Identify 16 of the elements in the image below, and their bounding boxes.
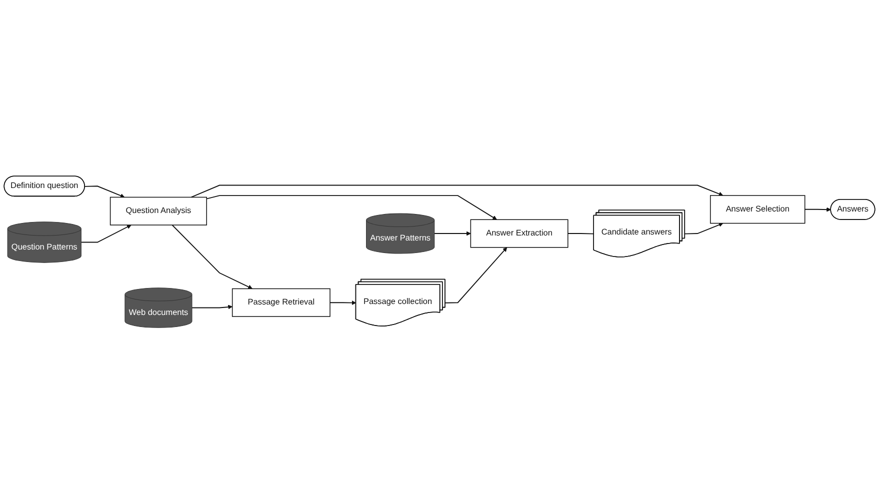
arrow [444,246,508,303]
arrow [80,224,132,242]
arrow [330,300,356,305]
arrow [84,185,125,198]
arrow [192,304,233,309]
arrow [190,184,724,198]
arrow [804,206,832,212]
connector [567,232,594,234]
node-box: Answer Extraction [470,218,568,248]
arrow [172,224,253,289]
node-box: Passage Retrieval [232,288,330,316]
node-box: Question Analysis [110,196,207,226]
node-box: Answer Selection [710,194,806,224]
arrow [684,222,724,234]
arrow [206,194,497,220]
arrow [434,230,471,236]
